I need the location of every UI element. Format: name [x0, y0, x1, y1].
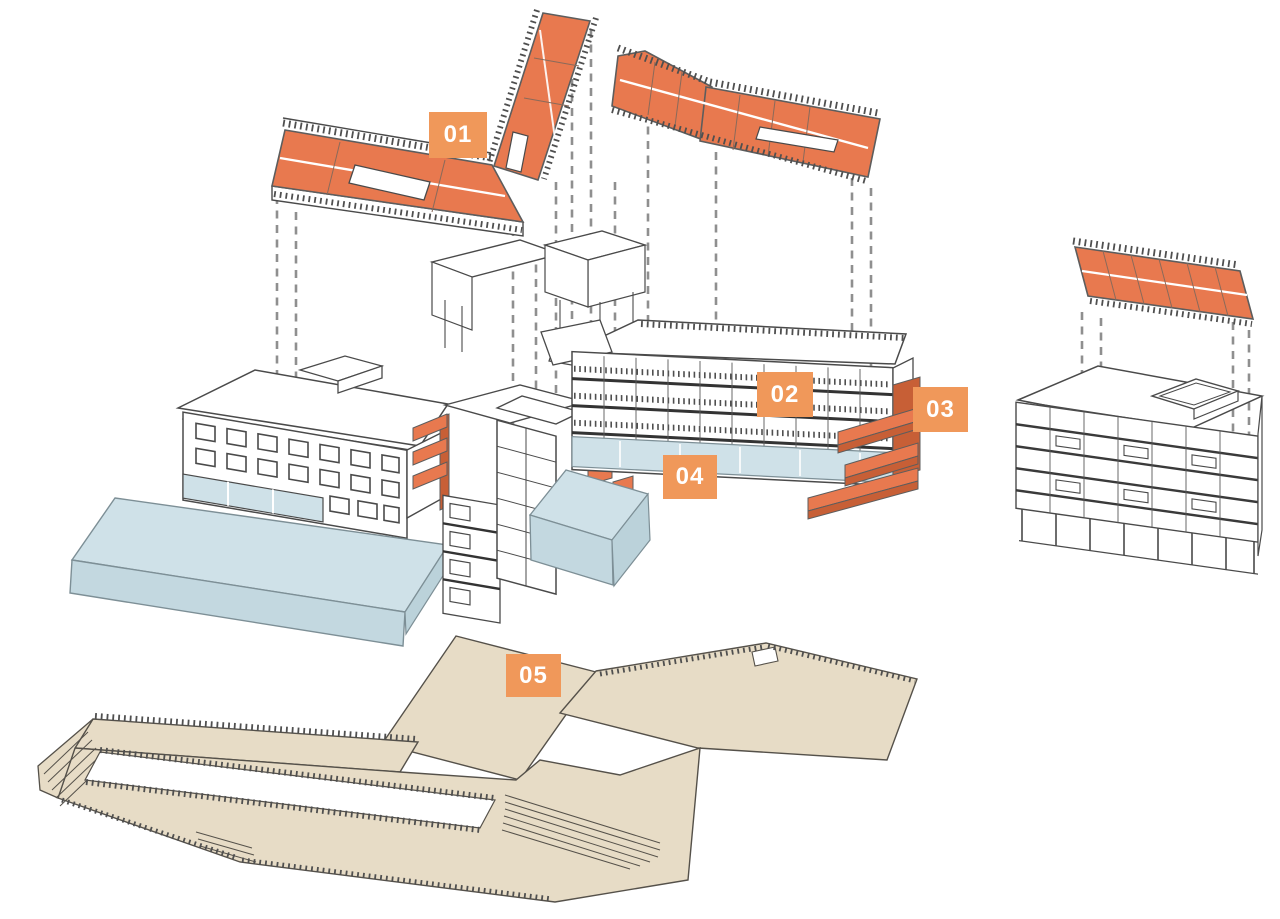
callout-01: 01	[429, 112, 487, 158]
blue-plinth-left	[69, 497, 450, 647]
roof-piece-right-building	[1072, 237, 1255, 327]
ground-deck-05	[37, 635, 918, 903]
callout-05: 05	[506, 654, 561, 697]
glazing-band-left-building	[182, 473, 324, 523]
orange-ramps-03	[807, 376, 921, 520]
roof-piece-02	[611, 44, 881, 184]
building-left-residential	[175, 355, 450, 540]
callout-04: 04	[663, 455, 717, 499]
callout-03: 03	[913, 387, 968, 432]
building-right	[1015, 365, 1265, 575]
orange-stair-connector-left	[412, 413, 450, 511]
roof-piece-01	[271, 9, 599, 237]
callout-02: 02	[757, 372, 813, 417]
